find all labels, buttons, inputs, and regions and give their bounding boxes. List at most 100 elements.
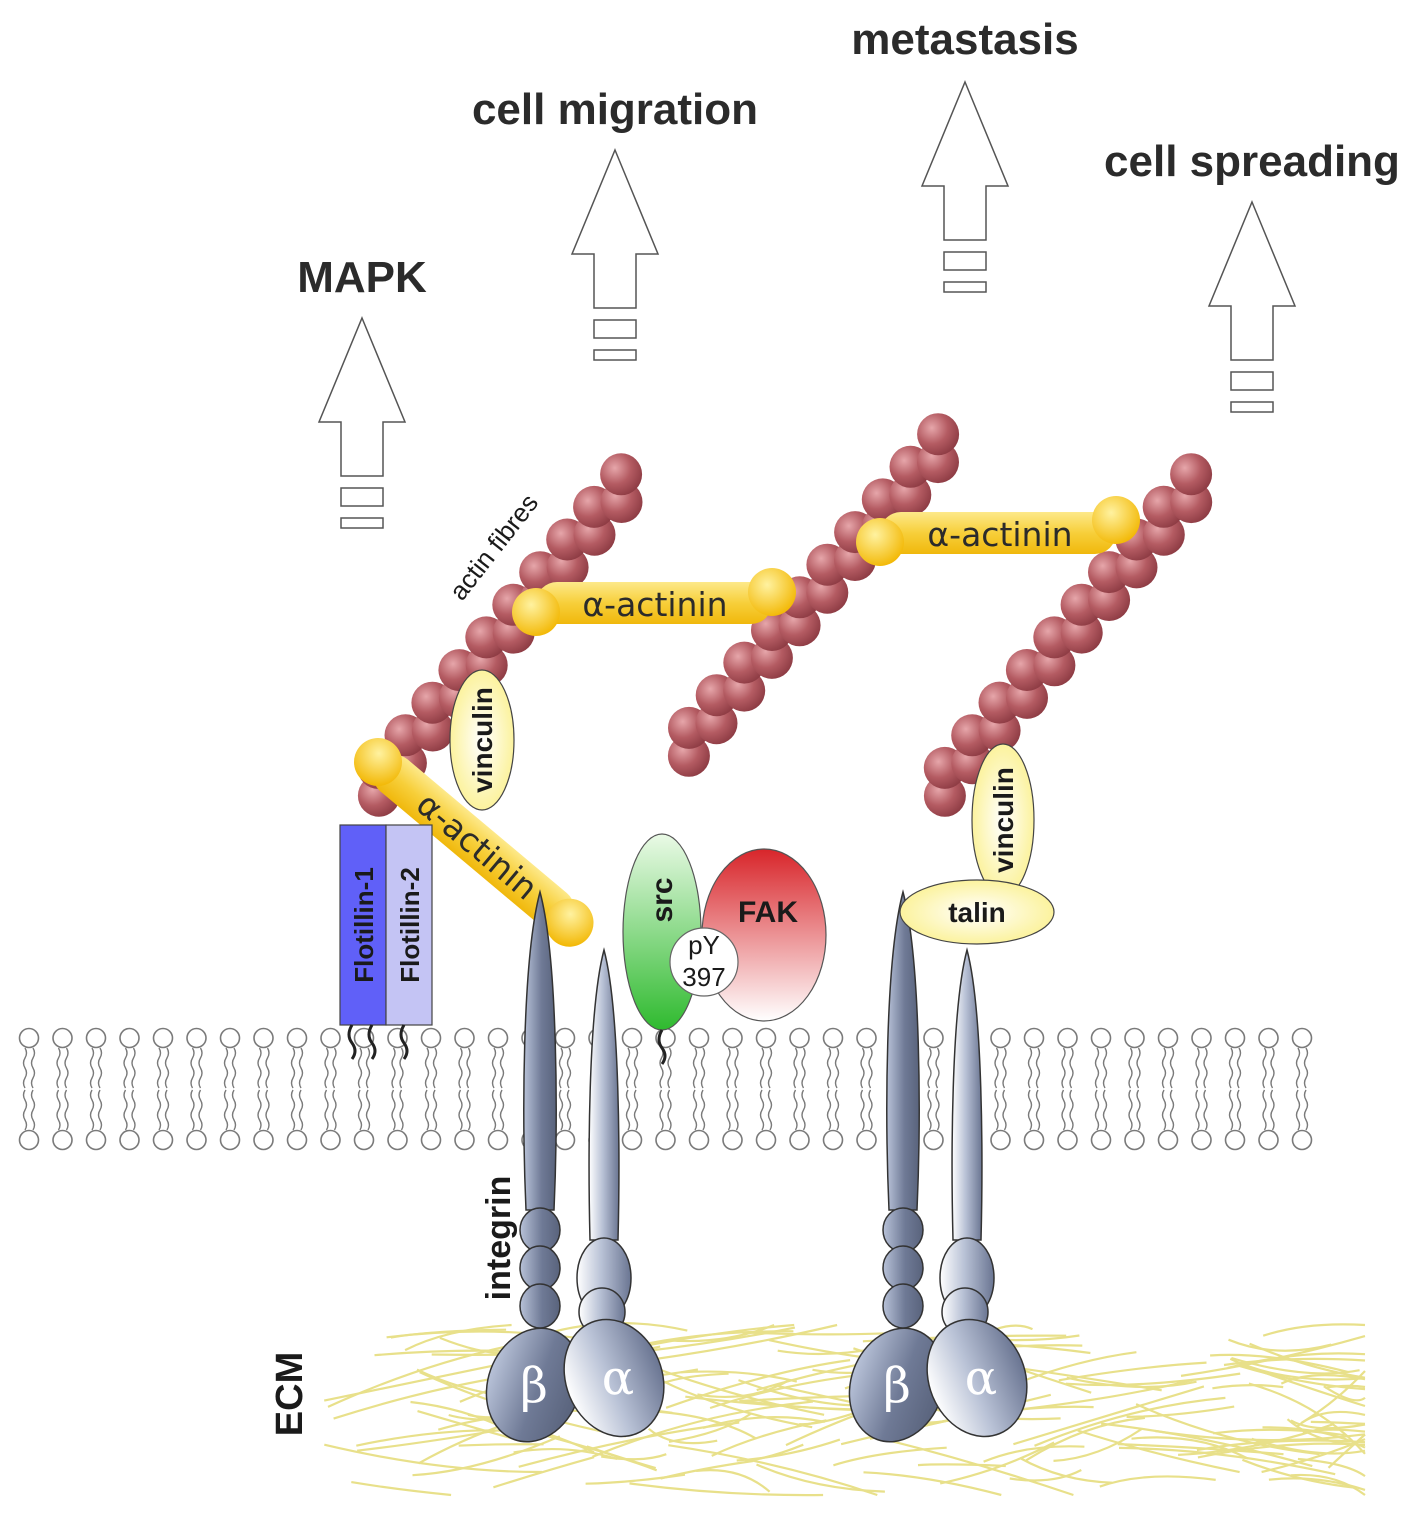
up-arrow-icon	[570, 148, 660, 361]
lipid-head	[420, 1027, 442, 1049]
ecm-fibre	[756, 1463, 885, 1493]
lipid-head	[990, 1129, 1011, 1151]
lipid-head	[722, 1027, 743, 1049]
alpha-actinin-label-2: α-actinin	[927, 515, 1072, 554]
ecm-fibre	[629, 1482, 824, 1497]
lipid-head	[1191, 1027, 1212, 1049]
lipid-head	[420, 1129, 442, 1151]
lipid-head	[688, 1027, 710, 1049]
lipid-head	[18, 1027, 40, 1049]
ecm-fibre	[1131, 1436, 1249, 1460]
vinculin-2: vinculin	[971, 743, 1035, 897]
lipid-head	[1023, 1129, 1045, 1151]
ecm-fibre	[863, 1471, 1002, 1497]
lipid-head	[320, 1027, 341, 1049]
lipid-head	[1191, 1129, 1212, 1151]
ecm-fibre	[1178, 1423, 1334, 1456]
lipid-head	[789, 1129, 810, 1151]
flotillin-1-label: Flotillin-1	[349, 867, 379, 983]
lipid-head	[1157, 1027, 1179, 1049]
ecm-fibre	[1066, 1376, 1197, 1389]
ecm-fibre	[647, 1427, 718, 1445]
ecm-fibre	[1019, 1457, 1113, 1484]
lipid-head	[353, 1129, 375, 1151]
ecm-fibre	[518, 1421, 740, 1468]
lipid-head	[554, 1027, 576, 1049]
actin-bead	[600, 453, 643, 496]
ecm-fibre	[1262, 1323, 1366, 1337]
integrin-beta-subunit: β	[485, 889, 583, 1443]
lipid-head	[789, 1027, 810, 1049]
ecm-fibre	[513, 1447, 618, 1460]
ecm-fibre	[681, 1370, 798, 1383]
lipid-head	[722, 1129, 743, 1151]
lipid-head	[621, 1027, 643, 1049]
ecm-fibre	[1212, 1428, 1345, 1437]
ecm-fibre	[875, 1436, 1074, 1497]
ecm-fibre	[1212, 1384, 1284, 1390]
py-label: pY	[688, 930, 720, 960]
ecm-fibre	[711, 1419, 827, 1457]
ecm-fibre	[734, 1330, 895, 1336]
up-arrow-icon	[920, 80, 1010, 293]
lipid-head	[1057, 1027, 1078, 1049]
flotillin-complex: Flotillin-1 Flotillin-2	[339, 824, 433, 1060]
py397-phosphosite: pY 397	[669, 927, 739, 997]
src-label: src	[646, 877, 679, 922]
lipid-head	[1124, 1129, 1145, 1151]
lipid-head	[1258, 1129, 1279, 1151]
extracellular-matrix	[323, 1322, 1366, 1497]
actin-bead	[917, 413, 960, 456]
lipid-head	[1157, 1129, 1179, 1151]
ecm-fibre	[697, 1379, 791, 1399]
ecm-fibre	[660, 1459, 754, 1480]
lipid-head	[454, 1129, 475, 1151]
ecm-fibre	[390, 1328, 507, 1339]
lipid-head	[85, 1129, 107, 1151]
integrin-label: integrin	[480, 1176, 518, 1301]
ecm-fibre	[1286, 1418, 1366, 1446]
ecm-fibre	[648, 1323, 838, 1362]
ecm-fibre	[1325, 1384, 1366, 1389]
outcome-label-metastasis: metastasis	[851, 15, 1078, 64]
ecm-fibre	[1241, 1458, 1355, 1489]
lipid-head	[253, 1027, 274, 1049]
ecm-fibre	[1013, 1385, 1205, 1446]
ecm-fibre	[1290, 1473, 1366, 1496]
lipid-head	[286, 1129, 308, 1151]
ecm-fibre	[1268, 1477, 1366, 1491]
lipid-head	[85, 1027, 107, 1049]
ecm-fibre	[1323, 1385, 1366, 1402]
lipid-head	[1291, 1027, 1313, 1049]
ecm-fibre	[983, 1445, 1085, 1463]
ecm-fibre	[542, 1433, 658, 1472]
ecm-fibre	[1180, 1335, 1366, 1377]
ecm-fibre	[1025, 1416, 1145, 1462]
lipid-head	[487, 1129, 509, 1151]
lipid-head	[119, 1027, 140, 1049]
ecm-label: ECM	[269, 1352, 311, 1436]
lipid-head	[52, 1027, 73, 1049]
lipid-head	[1090, 1027, 1112, 1049]
lipid-head	[688, 1129, 710, 1151]
ecm-fibre	[327, 1341, 524, 1408]
vinculin-1: vinculin	[449, 669, 515, 811]
ecm-fibre	[1300, 1370, 1366, 1424]
talin-label: talin	[948, 897, 1006, 928]
actin-fibre	[667, 413, 960, 777]
lipid-head	[1057, 1129, 1078, 1151]
lipid-head	[487, 1027, 509, 1049]
lipid-head	[923, 1027, 944, 1049]
ecm-fibre	[1100, 1422, 1313, 1468]
ecm-fibre	[324, 1443, 543, 1474]
integrin-beta-subunit: β	[848, 889, 946, 1443]
lipid-head	[1224, 1129, 1246, 1151]
ecm-fibre	[1099, 1475, 1216, 1488]
ecm-fibre	[1310, 1420, 1366, 1425]
lipid-head	[923, 1129, 944, 1151]
ecm-fibre	[917, 1463, 1006, 1468]
lipid-head	[152, 1129, 174, 1151]
fak-label: FAK	[738, 896, 798, 929]
